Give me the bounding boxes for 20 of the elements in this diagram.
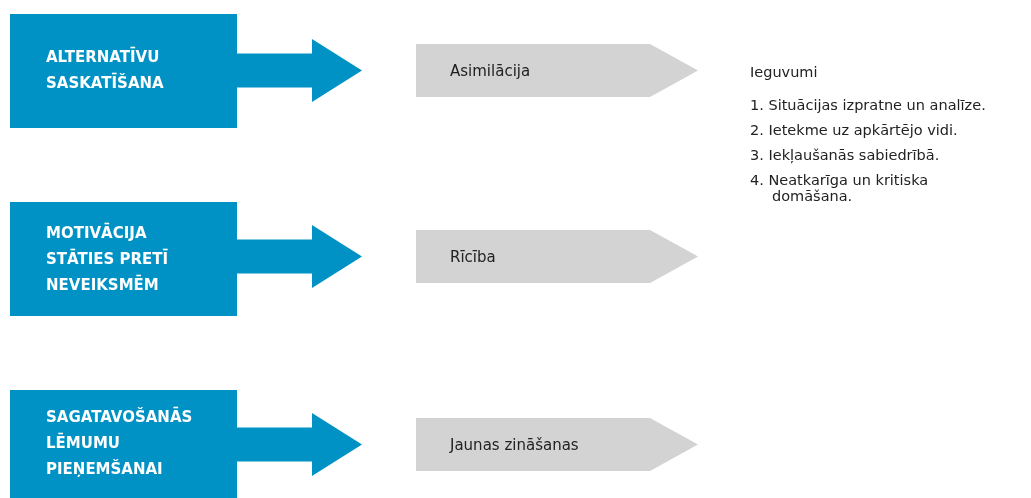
list-item: 3. Iekļaušanās sabiedrībā. bbox=[750, 147, 940, 163]
list-item: 1. Situācijas izpratne un analīze. bbox=[750, 97, 986, 113]
process-box bbox=[10, 202, 237, 316]
heading: Ieguvumi bbox=[750, 64, 818, 80]
block-arrow bbox=[237, 39, 362, 102]
process-box bbox=[10, 390, 237, 498]
chevron-box bbox=[416, 418, 698, 471]
box-label: MOTIVĀCIJA STĀTIES PRETĪ NEVEIKSMĒM bbox=[46, 222, 170, 296]
chevron-box bbox=[416, 44, 698, 97]
list-item: 2. Ietekme uz apkārtējo vidi. bbox=[750, 122, 958, 138]
box-label: ALTERNATĪVU SASKATĪŠANA bbox=[46, 46, 165, 94]
chevron-label: Jaunas zināšanas bbox=[450, 435, 579, 454]
block-arrow bbox=[237, 413, 362, 476]
chevron-box bbox=[416, 230, 698, 283]
process-box bbox=[10, 14, 237, 128]
list-item: 4. Neatkarīga un kritiska domāšana. bbox=[750, 172, 930, 204]
box-label: SAGATAVOŠANĀS LĒMUMU PIEŅEMŠANAI bbox=[46, 406, 194, 480]
chevron-label: Rīcība bbox=[450, 247, 496, 266]
block-arrow bbox=[237, 225, 362, 288]
chevron-label: Asimilācija bbox=[450, 61, 531, 80]
